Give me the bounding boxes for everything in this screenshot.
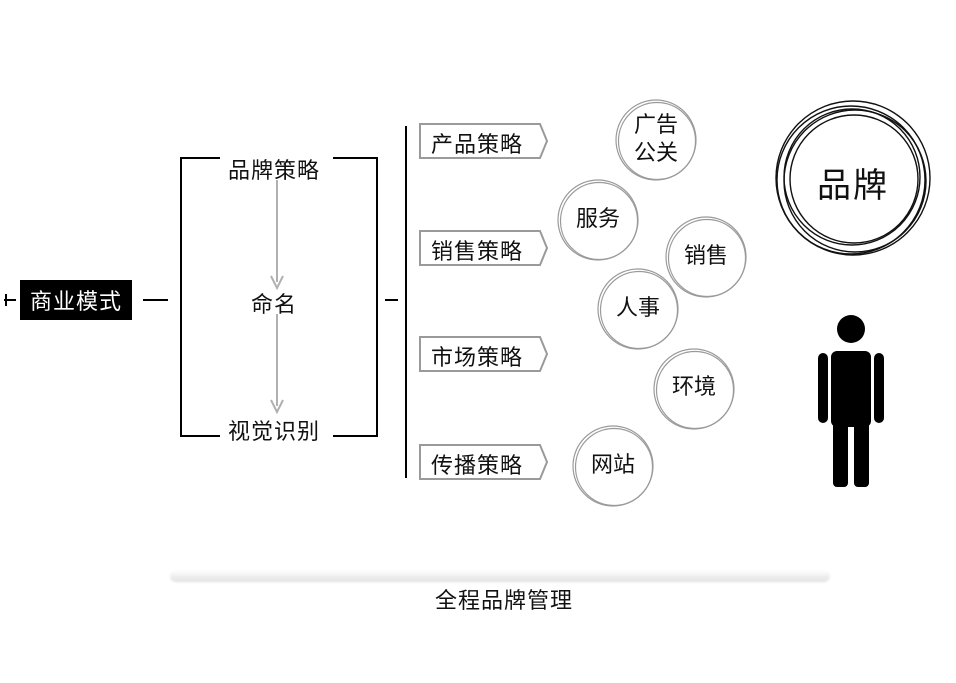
bubble-ad-pr: 广告 公关 [616,112,696,168]
naming-label: 命名 [251,293,298,318]
bubble-ad-pr-line2: 公关 [633,141,678,166]
bubble-website: 网站 [590,453,635,478]
bubble-sales: 销售 [683,244,728,269]
bubble-hr: 人事 [615,296,660,321]
footer-shadow-bar [170,570,830,582]
brand-strategy-label: 品牌策略 [228,159,321,184]
strategy-market: 市场策略 [431,346,524,371]
strategy-product: 产品策略 [431,133,524,158]
strategy-communication: 传播策略 [431,454,524,479]
business-model-box: 商业模式 [20,280,132,320]
footer-title: 全程品牌管理 [434,589,573,614]
visual-identity-label: 视觉识别 [228,420,321,445]
person-icon [818,315,884,487]
business-model-label: 商业模式 [29,290,122,315]
brand-label: 品牌 [817,166,889,206]
bubble-environment: 环境 [671,375,716,400]
strategy-sales: 销售策略 [431,240,524,265]
bubble-ad-pr-line1: 广告 [633,113,678,138]
bubble-service: 服务 [575,207,620,232]
